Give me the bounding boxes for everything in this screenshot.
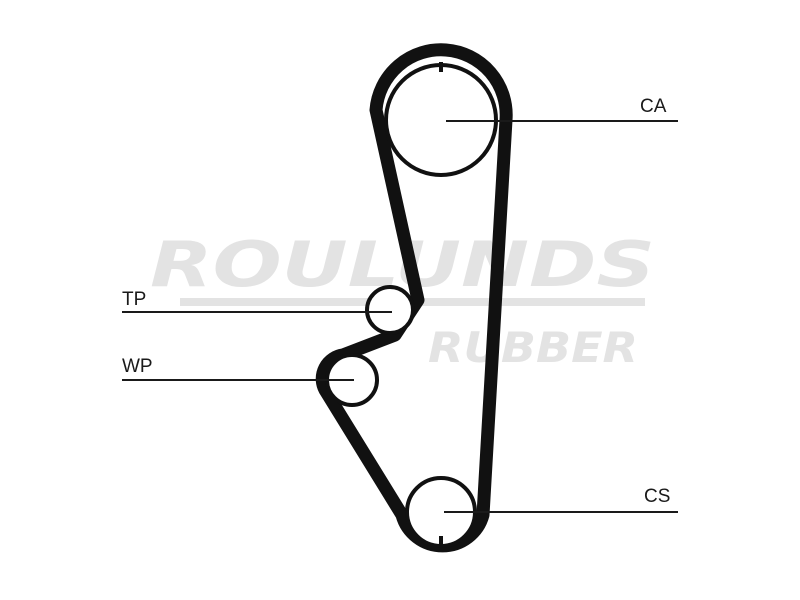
watermark-brand-subtitle: RUBBER — [428, 323, 638, 372]
tensioner-pulley-ring — [365, 285, 415, 335]
crankshaft-label: CS — [644, 486, 670, 507]
tensioner-pulley — [365, 285, 415, 335]
water-pump-label: WP — [122, 356, 153, 377]
camshaft-label: CA — [640, 96, 667, 117]
timing-belt — [315, 43, 513, 553]
leader-lines — [122, 120, 678, 513]
tensioner-label: TP — [122, 289, 146, 310]
camshaft-pulley — [384, 62, 498, 177]
component-labels: CA TP WP CS — [122, 96, 670, 507]
belt-outer — [315, 43, 513, 553]
crankshaft-pulley — [405, 476, 477, 548]
